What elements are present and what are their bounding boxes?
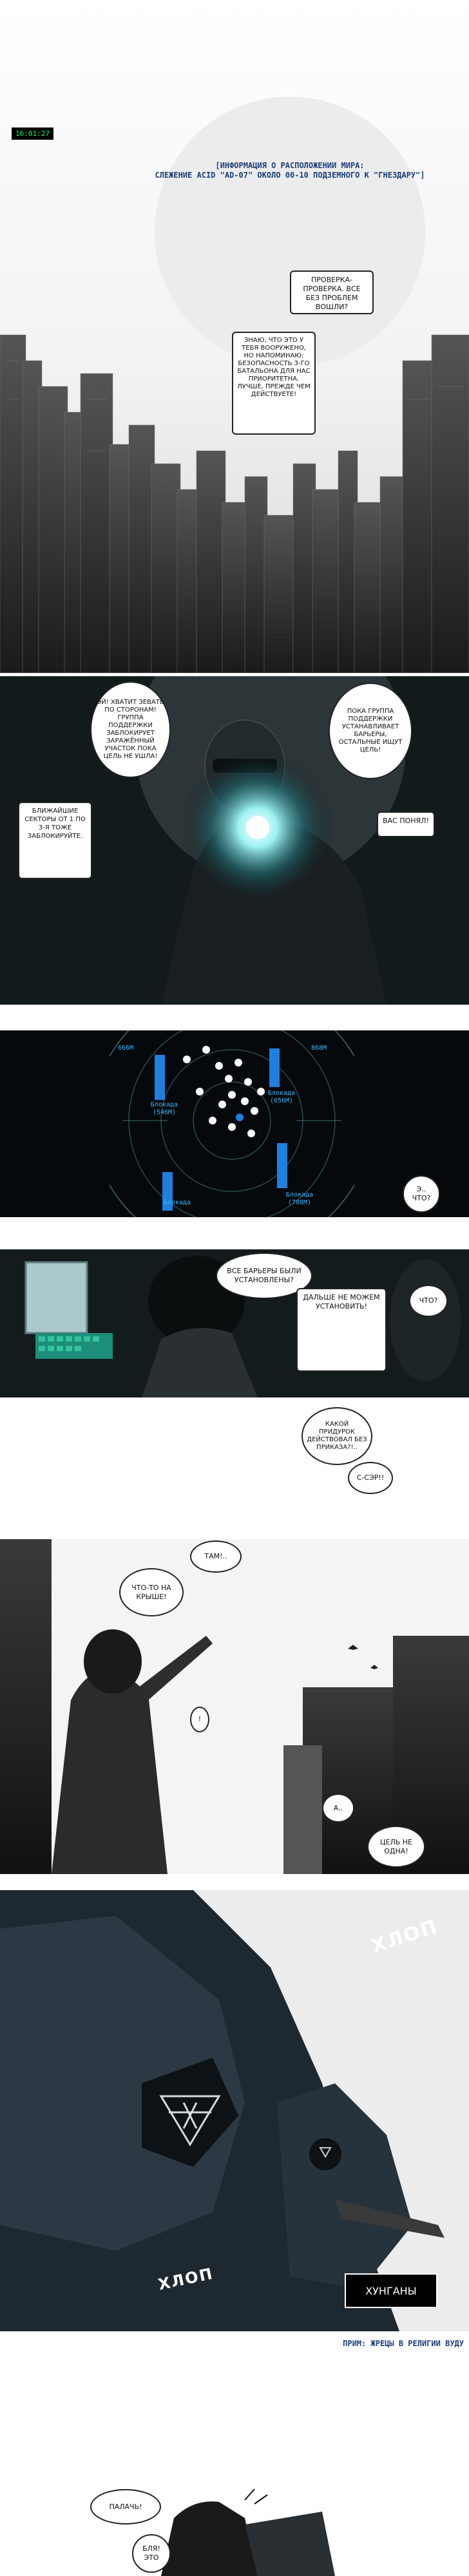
panel-control-room: Все барьеры были установлены? Что? Дальш… — [0, 1249, 469, 1397]
speech-bubble: Проверка-проверка. Все без проблем вошли… — [290, 270, 374, 314]
radar-label: Блокада (546M) — [150, 1101, 178, 1116]
panel-city-skyline: 16:01:27 [Информация о расположении мира… — [0, 0, 469, 673]
speech-bubble: Что-то на крыше! — [119, 1568, 184, 1616]
speech-bubble: Какой придурок действовал без приказа?!.… — [302, 1407, 372, 1465]
rooftop-art — [0, 1539, 469, 1874]
speech-bubble: А.. — [322, 1794, 354, 1823]
speech-bubble: Эй! Хватит зевать по сторонам! Группа по… — [90, 681, 171, 778]
speech-bubble: Вас понял! — [377, 811, 435, 837]
emblem-icon — [159, 2095, 221, 2146]
speech-bubble: Пока группа поддержки устанавливает барь… — [329, 683, 412, 779]
radar-display — [109, 1030, 355, 1217]
translator-note: Прим: Жрецы в религии вуду — [343, 2339, 464, 2348]
radar-label: 868M — [311, 1045, 327, 1052]
speech-bubble: ! — [190, 1707, 209, 1732]
panel-rooftop: Там!.. Что-то на крыше! ! А.. Цель не од… — [0, 1539, 469, 1874]
panel-bottom-figure: Палачь! Бля! Это — [0, 2486, 469, 2576]
speech-bubble: Э.. Что? — [403, 1175, 440, 1213]
radar-label: Блокада (656M) — [267, 1090, 296, 1104]
speech-bubble: Там!.. — [190, 1540, 242, 1573]
barrier-bar — [277, 1143, 287, 1188]
panel-soldier-glow: Эй! Хватит зевать по сторонам! Группа по… — [0, 676, 469, 1005]
speech-bubble: Дальше не можем установить! — [296, 1288, 387, 1372]
speech-bubble: Бля! Это — [132, 2534, 171, 2573]
speech-bubble: Цель не одна! — [367, 1826, 425, 1868]
speech-bubble: Палачь! — [90, 2489, 161, 2524]
location-caption-line1: [Информация о расположении мира: — [215, 161, 365, 170]
barrier-bar — [162, 1172, 173, 1211]
speech-bubble: Знаю, что это у тебя вооружено, но напом… — [232, 332, 316, 435]
time-tag: 16:01:27 — [12, 128, 53, 140]
bottom-figure-art — [0, 2486, 469, 2576]
panel-hooded-figures: ХЛОП ХЛОП Хунганы — [0, 1890, 469, 2331]
hooded-figures-art — [0, 1890, 469, 2331]
speech-bubble: Все барьеры были установлены? — [216, 1253, 312, 1299]
speech-bubble: Что? — [409, 1285, 448, 1317]
radar-label: Блокада (788M) — [285, 1191, 314, 1206]
location-caption-line2: Слежение Acid "Ad-07" около 00-10 подзем… — [155, 171, 425, 180]
name-box: Хунганы — [345, 2273, 437, 2308]
speech-bubble: Ближайшие секторы от 1 по 3-я тоже забло… — [18, 802, 92, 879]
barrier-bar — [155, 1055, 165, 1100]
radar-label: Блокада — [163, 1199, 191, 1206]
radar-label: 666M — [117, 1045, 134, 1052]
barrier-bar — [269, 1048, 280, 1087]
location-caption: [Информация о расположении мира: Слежени… — [122, 161, 457, 180]
panel-radar: 666M 868M Блокада (546M) Блокада (656M) … — [0, 1030, 469, 1217]
speech-bubble: С-сэр!! — [348, 1462, 393, 1494]
